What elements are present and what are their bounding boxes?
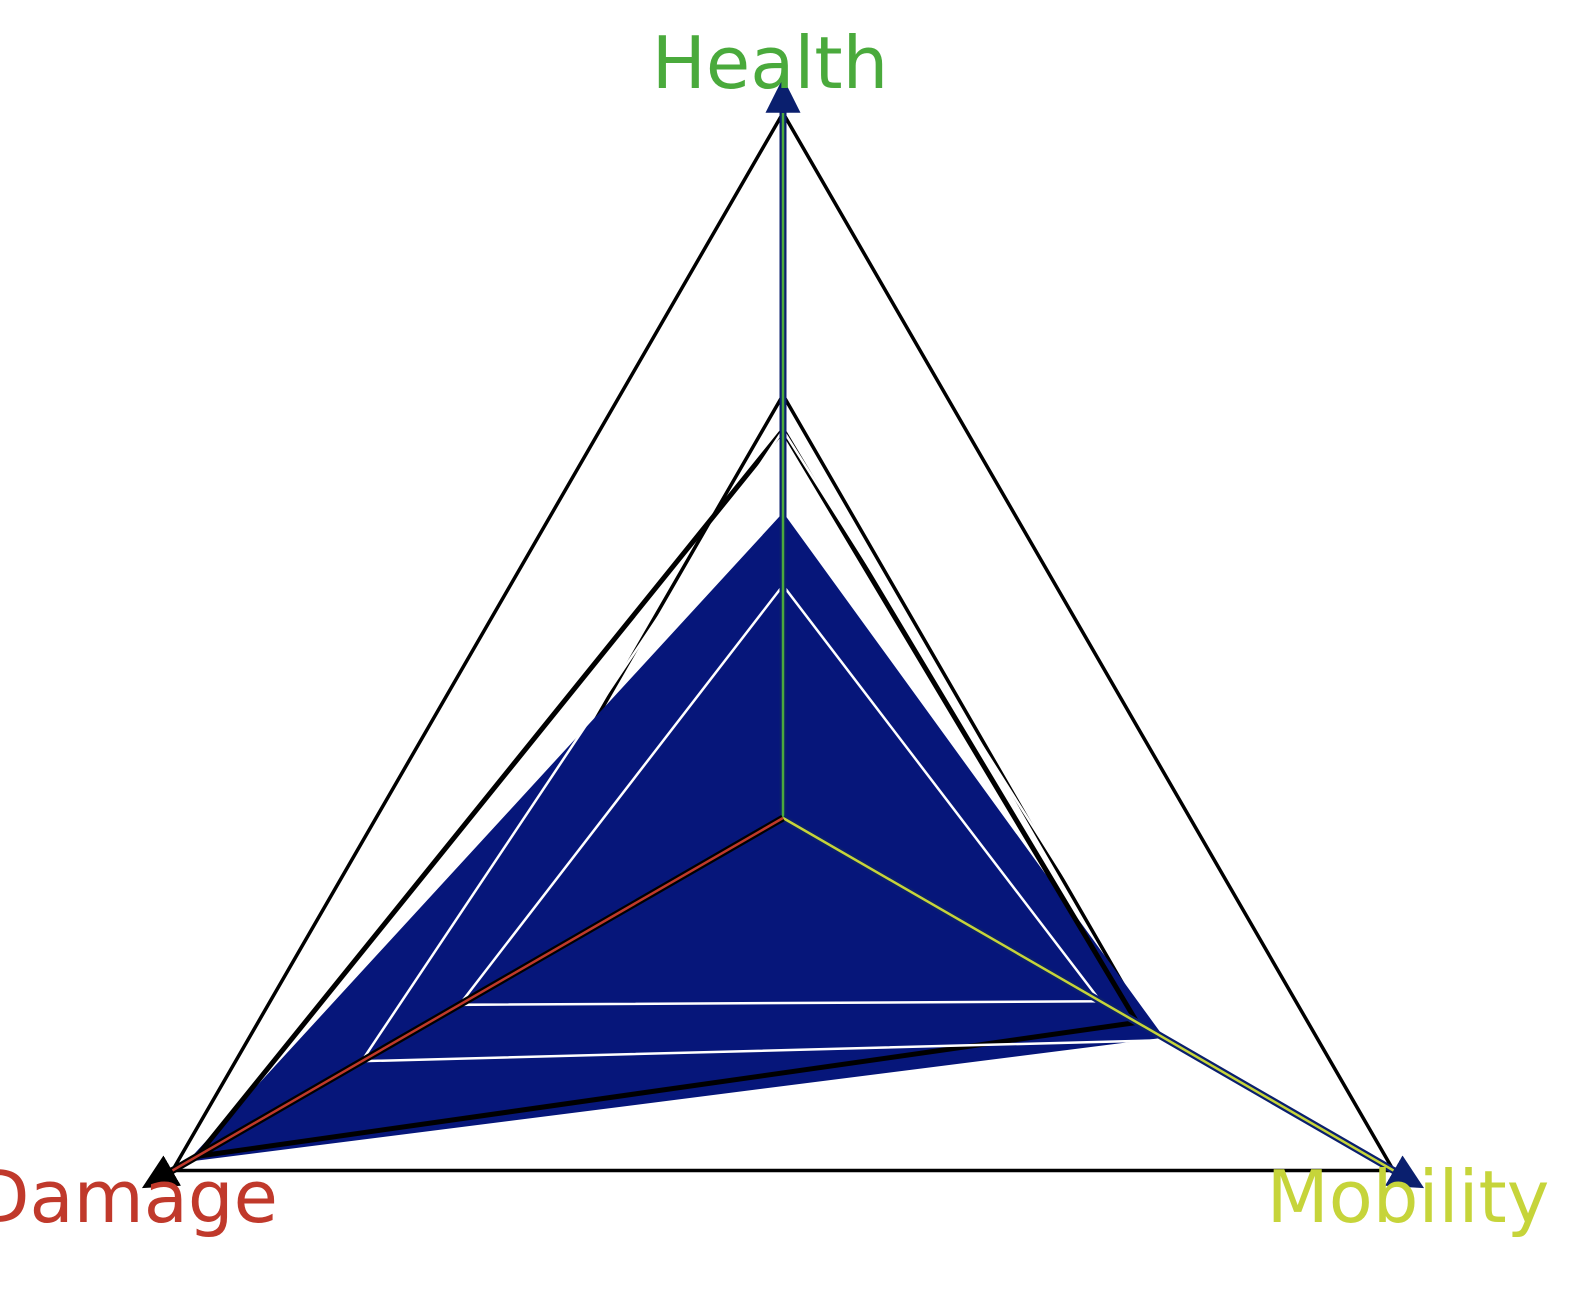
axis-mobility-line: [782, 816, 1395, 1172]
axis-label-mobility: Mobility: [1267, 1155, 1550, 1239]
axis-label-damage: Damage: [0, 1155, 278, 1239]
axis-label-health: Health: [652, 21, 888, 105]
grid-ring-2: [169, 109, 1397, 1173]
series-polygon-2: [190, 425, 1142, 1160]
series-layer: [186, 425, 1170, 1162]
series-polygon-4: [456, 583, 1104, 1007]
axis-layer: [141, 77, 1425, 1189]
series-polygon-3: [359, 427, 1170, 1063]
axis-damage-line: [171, 816, 784, 1172]
series-polygon-1: [186, 512, 1165, 1162]
